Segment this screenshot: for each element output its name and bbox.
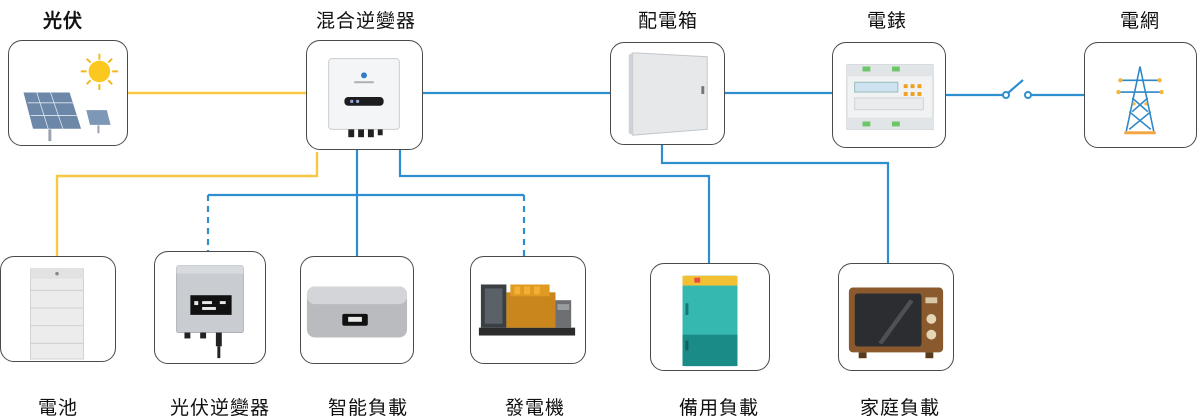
node-pv bbox=[8, 40, 128, 146]
label-meter: 電錶 bbox=[866, 10, 908, 32]
ac-lines bbox=[206, 91, 1084, 263]
pv-inverter-icon bbox=[176, 265, 244, 359]
television-icon bbox=[848, 287, 944, 359]
solar-panel-sun-icon bbox=[22, 53, 119, 142]
label-pv-inverter: 光伏逆變器 bbox=[169, 397, 271, 419]
node-grid bbox=[1084, 42, 1197, 148]
refrigerator-icon bbox=[682, 275, 738, 367]
line-inverter-to-battery bbox=[55, 152, 319, 256]
label-distribution-box: 配電箱 bbox=[637, 10, 699, 32]
line-inverter-to-backup-load bbox=[398, 150, 711, 263]
node-meter bbox=[832, 42, 946, 148]
label-hybrid-inverter: 混合逆變器 bbox=[315, 10, 417, 32]
label-generator: 發電機 bbox=[504, 397, 566, 419]
node-generator bbox=[470, 256, 586, 364]
label-smart-load: 智能負載 bbox=[327, 397, 409, 419]
battery-cabinet-icon bbox=[30, 268, 84, 360]
distribution-box-icon bbox=[628, 52, 708, 136]
line-distribution-to-home-load bbox=[660, 145, 890, 263]
label-grid: 電網 bbox=[1119, 10, 1161, 32]
hybrid-inverter-icon bbox=[328, 58, 400, 138]
node-backup-load bbox=[650, 263, 770, 371]
diesel-generator-icon bbox=[478, 284, 576, 336]
switch-icon bbox=[1002, 79, 1032, 99]
label-pv: 光伏 bbox=[42, 10, 84, 32]
node-pv-inverter bbox=[154, 251, 266, 364]
dc-lines bbox=[55, 91, 319, 256]
node-hybrid-inverter bbox=[306, 40, 423, 150]
label-battery: 電池 bbox=[37, 397, 79, 419]
label-home-load: 家庭負載 bbox=[859, 397, 941, 419]
water-heater-icon bbox=[306, 286, 408, 338]
energy-meter-icon bbox=[846, 64, 934, 130]
node-home-load bbox=[838, 263, 954, 371]
transmission-tower-icon bbox=[1116, 66, 1164, 135]
node-distribution-box bbox=[610, 42, 725, 145]
node-smart-load bbox=[300, 256, 414, 364]
label-backup-load: 備用負載 bbox=[678, 397, 760, 419]
node-battery bbox=[0, 256, 116, 362]
